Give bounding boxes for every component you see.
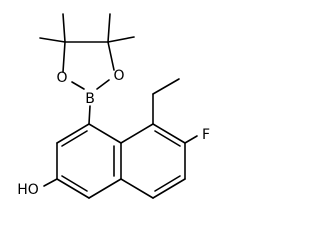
bond-c1-o1 bbox=[62, 41, 66, 73]
bond-c1-methyl-left bbox=[39, 37, 66, 43]
atom-oxygen-left: O bbox=[56, 70, 67, 86]
structure-canvas: O O B F HO bbox=[17, 13, 210, 199]
bond-b4-b5-double bbox=[154, 175, 181, 192]
molecule-structure: O O B F HO bbox=[17, 13, 210, 199]
bond-b3-f bbox=[184, 135, 198, 144]
atom-boron: B bbox=[85, 91, 95, 107]
label-layer: O O B F HO bbox=[17, 68, 210, 198]
bond-o1-b bbox=[71, 81, 85, 90]
bond-b2-b3 bbox=[152, 123, 186, 144]
bond-a3-oh bbox=[43, 178, 58, 187]
bond-a4-a5 bbox=[88, 178, 122, 199]
bond-layer bbox=[39, 13, 198, 199]
bond-c1-methyl-top bbox=[62, 13, 66, 43]
bond-b5-b6 bbox=[120, 178, 154, 199]
bond-b-ring bbox=[88, 105, 91, 125]
bond-o2-b bbox=[96, 79, 110, 90]
atom-oxygen-right: O bbox=[113, 68, 124, 84]
bond-c2-o2 bbox=[107, 41, 115, 71]
bond-a1-a2-double bbox=[61, 130, 88, 147]
bond-b2-b3-double bbox=[154, 130, 181, 147]
bond-c2-methyl-right bbox=[107, 36, 135, 43]
bond-ethyl-ch3 bbox=[152, 78, 180, 95]
atom-hydroxyl: HO bbox=[17, 182, 39, 198]
atom-fluorine: F bbox=[202, 127, 210, 143]
bond-b1-b2 bbox=[120, 123, 154, 144]
bond-a1-a2 bbox=[56, 123, 90, 144]
bond-a3-a4-double bbox=[61, 175, 88, 192]
bond-c2-methyl-top bbox=[107, 13, 111, 43]
bond-b4-b5 bbox=[152, 178, 186, 199]
bond-a3-a4 bbox=[56, 178, 90, 199]
bond-a6-a1 bbox=[88, 123, 122, 144]
